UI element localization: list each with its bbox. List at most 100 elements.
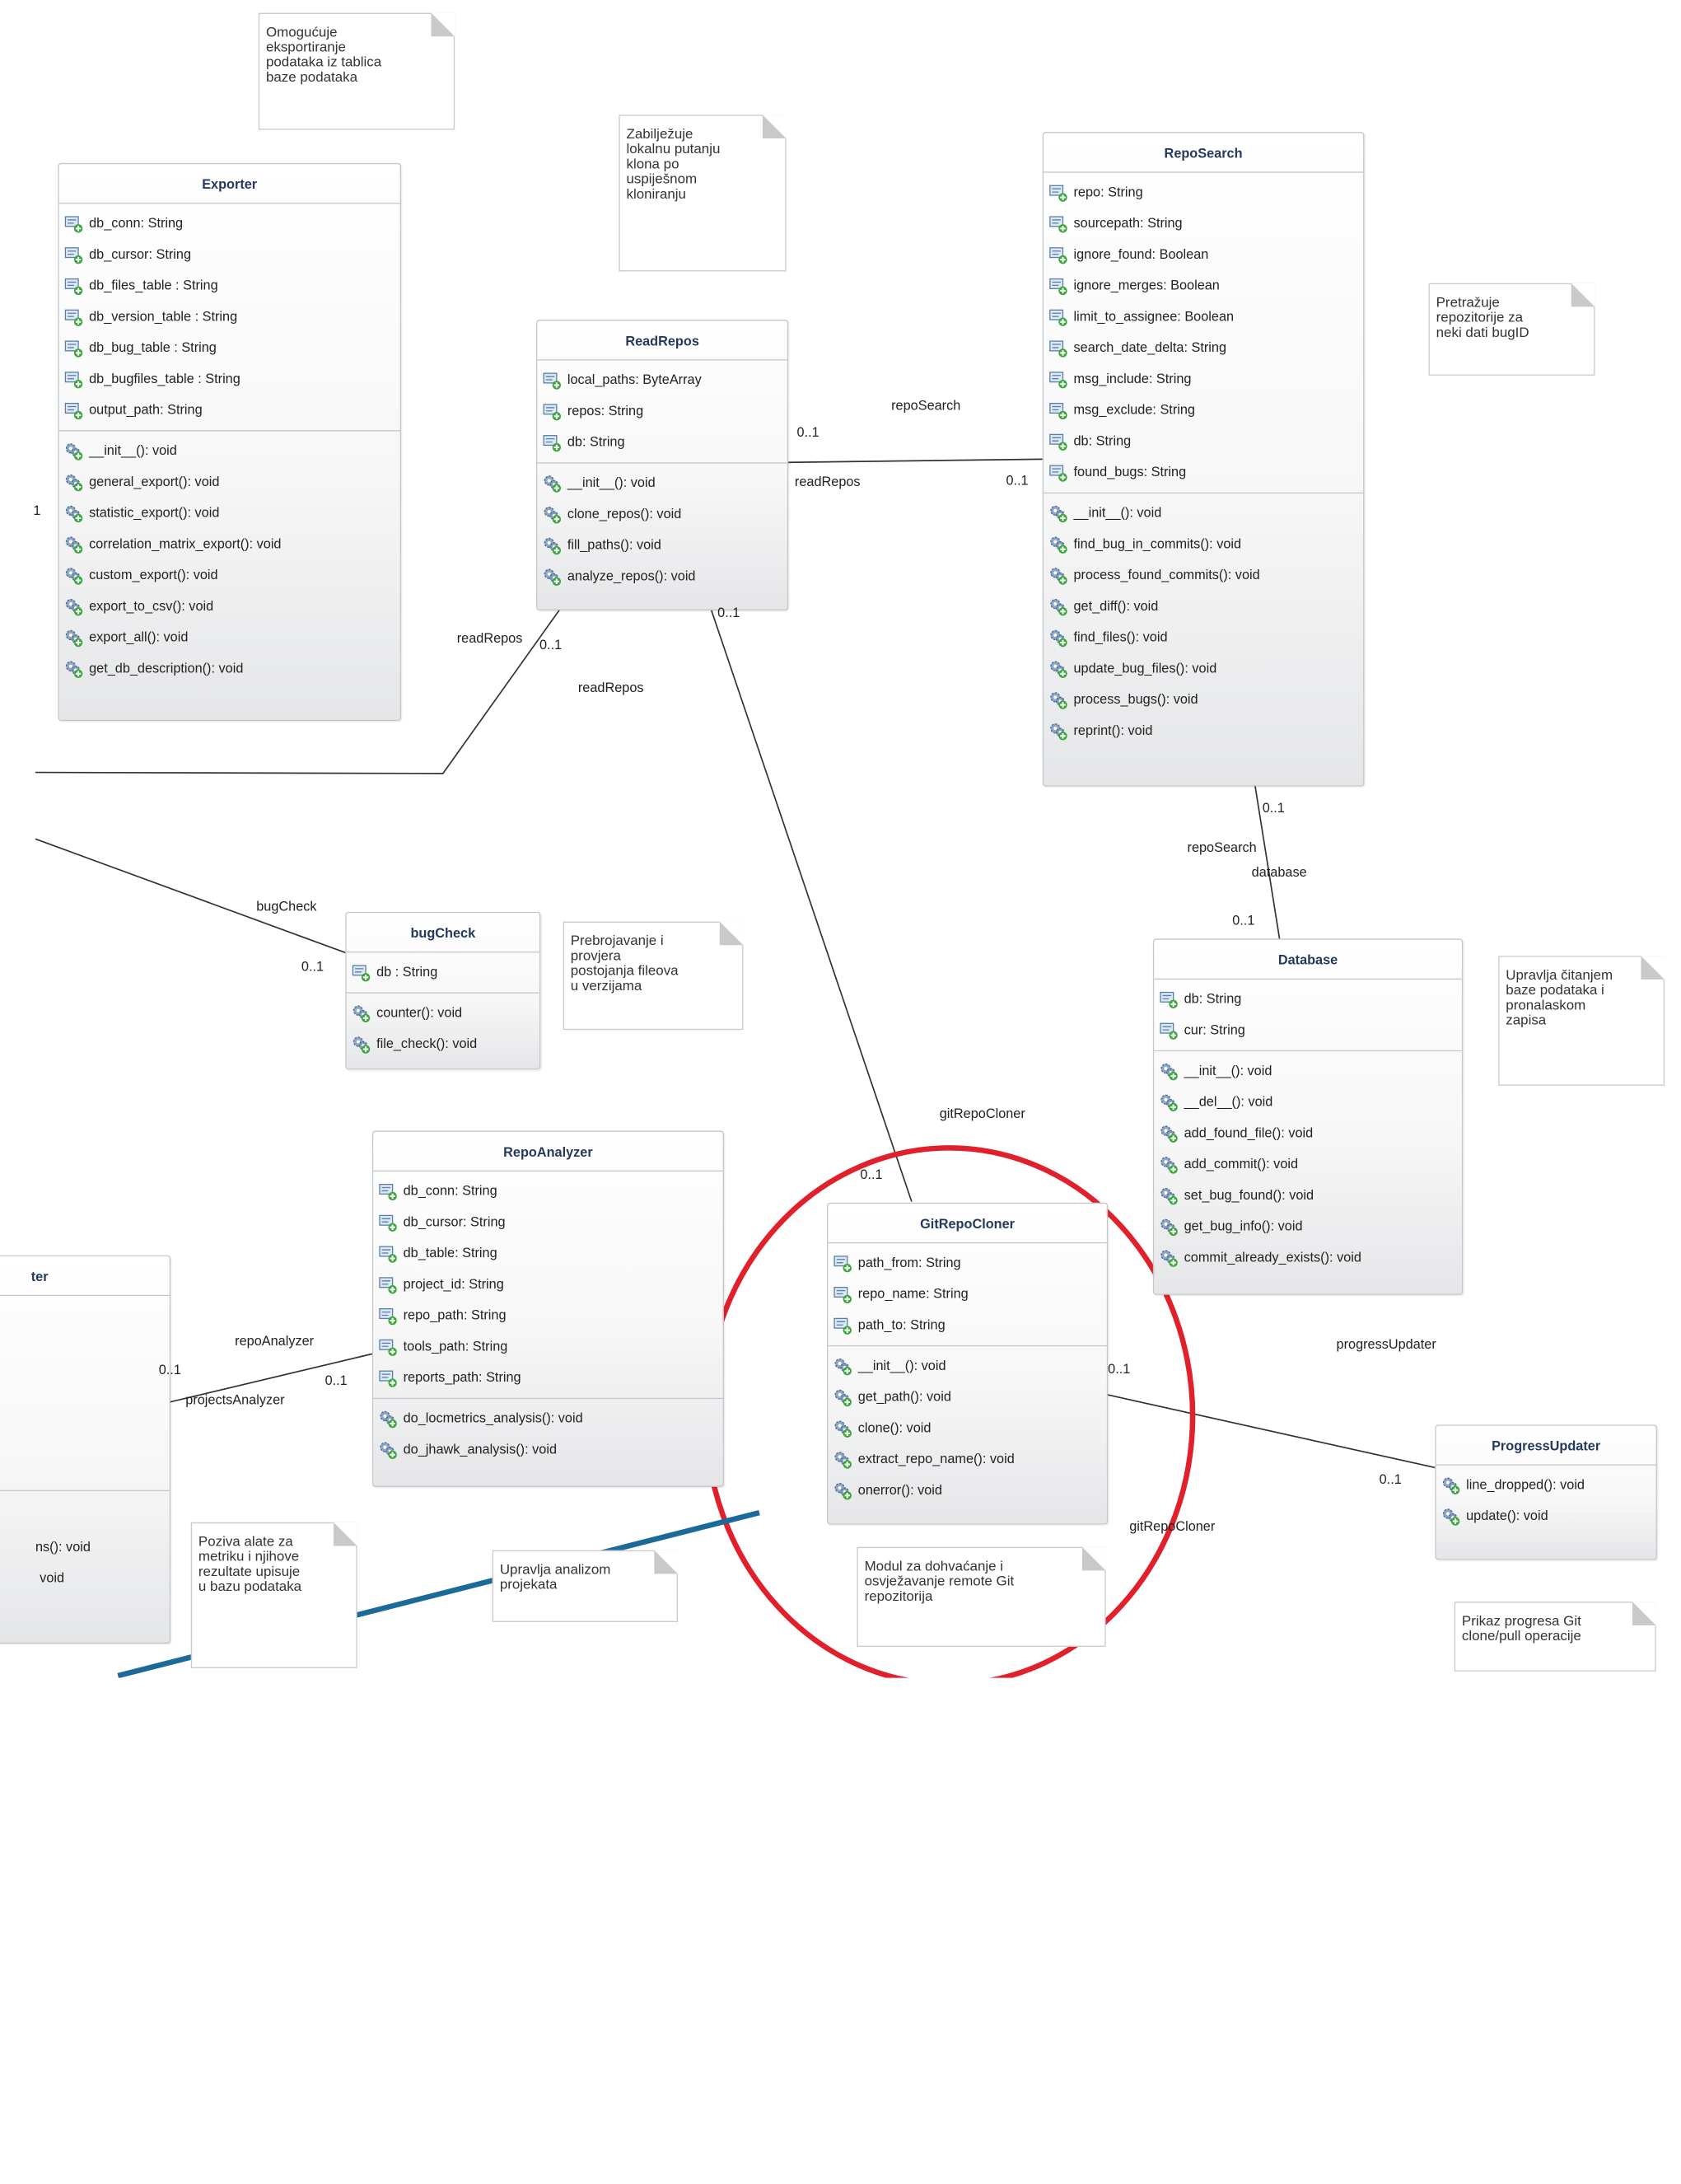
attribute-row[interactable]: db_version_table : String [59, 302, 400, 333]
operation-row[interactable]: get_diff(): void [1044, 592, 1363, 623]
operation-row[interactable]: counter(): void [347, 998, 539, 1029]
operation-row[interactable]: do_locmetrics_analysis(): void [373, 1403, 723, 1434]
attribute-row[interactable]: db: String [1154, 984, 1462, 1015]
operation-row[interactable]: process_bugs(): void [1044, 685, 1363, 716]
label-multiplicity: 0..1 [1232, 913, 1255, 928]
operation-row[interactable]: __init__(): void [828, 1350, 1107, 1382]
note-fold-icon [1632, 1602, 1656, 1625]
operation-row[interactable]: add_found_file(): void [1154, 1118, 1462, 1149]
operation-row[interactable]: get_db_description(): void [59, 653, 400, 685]
operation-row[interactable]: do_jhawk_analysis(): void [373, 1434, 723, 1466]
operation-gear-icon [65, 505, 83, 523]
operation-row[interactable]: export_all(): void [59, 622, 400, 653]
operation-row[interactable]: get_path(): void [828, 1382, 1107, 1413]
attribute-row[interactable]: repo_path: String [373, 1300, 723, 1331]
operation-text: find_files(): void [1073, 629, 1168, 645]
attribute-row[interactable]: path_from: String [828, 1247, 1107, 1279]
operation-row[interactable]: extract_repo_name(): void [828, 1444, 1107, 1475]
attribute-row[interactable]: output_path: String [59, 395, 400, 426]
operation-row[interactable]: custom_export(): void [59, 560, 400, 592]
operation-row[interactable]: __del__(): void [1154, 1087, 1462, 1118]
operation-row[interactable]: analyze_repos(): void [537, 561, 787, 592]
operation-row[interactable]: __init__(): void [59, 436, 400, 467]
attribute-row[interactable]: sourcepath: String [1044, 208, 1363, 240]
attribute-icon [833, 1317, 852, 1335]
operation-row[interactable]: correlation_matrix_export(): void [59, 529, 400, 560]
operation-row[interactable]: set_bug_found(): void [1154, 1180, 1462, 1211]
operation-row[interactable]: onerror(): void [828, 1475, 1107, 1507]
operation-row[interactable]: get_bug_info(): void [1154, 1211, 1462, 1242]
attribute-row[interactable]: db_cursor: String [373, 1207, 723, 1238]
operation-row[interactable]: update_bug_files(): void [1044, 653, 1363, 685]
attribute-row[interactable]: db_bugfiles_table : String [59, 363, 400, 395]
operation-row[interactable]: clone(): void [828, 1413, 1107, 1444]
operation-row[interactable]: fill_paths(): void [537, 530, 787, 561]
attribute-row[interactable]: msg_exclude: String [1044, 395, 1363, 426]
note-text: Upravlja čitanjem baze podataka i pronal… [1506, 966, 1613, 1028]
attribute-row[interactable]: project_id: String [373, 1270, 723, 1301]
attribute-text: limit_to_assignee: Boolean [1073, 309, 1235, 325]
attribute-row[interactable]: repo: String [1044, 177, 1363, 208]
operation-row[interactable]: statistic_export(): void [59, 498, 400, 529]
attribute-row[interactable]: local_paths: ByteArray [537, 365, 787, 396]
operation-row[interactable]: __init__(): void [537, 468, 787, 499]
operation-row[interactable]: add_commit(): void [1154, 1149, 1462, 1181]
attribute-row[interactable]: ignore_found: Boolean [1044, 239, 1363, 270]
operation-gear-icon [834, 1483, 852, 1500]
attribute-row[interactable]: msg_include: String [1044, 363, 1363, 395]
attribute-row[interactable]: repos: String [537, 396, 787, 428]
operation-gear-icon [353, 1036, 371, 1054]
operation-row[interactable]: file_check(): void [347, 1029, 539, 1060]
attribute-row[interactable]: repo_name: String [828, 1279, 1107, 1310]
operation-row[interactable]: __init__(): void [1044, 498, 1363, 529]
operation-row[interactable]: find_bug_in_commits(): void [1044, 529, 1363, 560]
note-text: Poziva alate za metriku i njihove rezult… [198, 1532, 302, 1595]
attribute-row[interactable]: db_conn: String [59, 208, 400, 240]
operation-gear-icon [1160, 1063, 1178, 1081]
assoc-readrepos-reposearch [788, 458, 1043, 464]
attribute-row[interactable]: db: String [537, 427, 787, 458]
attribute-text: db_cursor: String [403, 1214, 506, 1230]
attribute-row[interactable]: db_conn: String [373, 1176, 723, 1207]
operation-row[interactable]: update(): void [1436, 1501, 1656, 1532]
operation-row[interactable]: export_to_csv(): void [59, 592, 400, 623]
attribute-row[interactable]: ignore_merges: Boolean [1044, 270, 1363, 302]
attribute-row[interactable]: db : String [347, 957, 539, 989]
attribute-text: db_conn: String [89, 215, 184, 231]
operation-text: extract_repo_name(): void [857, 1451, 1015, 1467]
operation-row[interactable]: general_export(): void [59, 466, 400, 498]
attribute-row[interactable]: db_table: String [373, 1238, 723, 1270]
operation-row[interactable]: reprint(): void [1044, 716, 1363, 747]
attribute-row[interactable]: search_date_delta: String [1044, 333, 1363, 364]
attribute-row[interactable]: tools_path: String [373, 1331, 723, 1363]
operation-row[interactable]: commit_already_exists(): void [1154, 1242, 1462, 1274]
attribute-text: db_bug_table : String [89, 339, 217, 356]
operation-row[interactable]: line_dropped(): void [1436, 1470, 1656, 1501]
attribute-row[interactable]: db: String [1044, 426, 1363, 457]
operation-row[interactable]: find_files(): void [1044, 622, 1363, 653]
label-multiplicity: 0..1 [539, 637, 563, 652]
attribute-row[interactable]: limit_to_assignee: Boolean [1044, 302, 1363, 333]
attribute-row[interactable]: db_files_table : String [59, 270, 400, 302]
attribute-row[interactable]: found_bugs: String [1044, 457, 1363, 489]
operation-row[interactable]: process_found_commits(): void [1044, 560, 1363, 592]
class-partial-left[interactable]: ter ns(): void void [0, 1255, 171, 1644]
attribute-row[interactable]: reports_path: String [373, 1363, 723, 1394]
attribute-row[interactable]: cur: String [1154, 1015, 1462, 1046]
operation-row[interactable]: __init__(): void [1154, 1055, 1462, 1087]
operation-row[interactable]: clone_repos(): void [537, 499, 787, 531]
attribute-row[interactable]: path_to: String [828, 1310, 1107, 1341]
attribute-row[interactable]: db_bug_table : String [59, 333, 400, 364]
attribute-row[interactable]: db_cursor: String [59, 239, 400, 270]
